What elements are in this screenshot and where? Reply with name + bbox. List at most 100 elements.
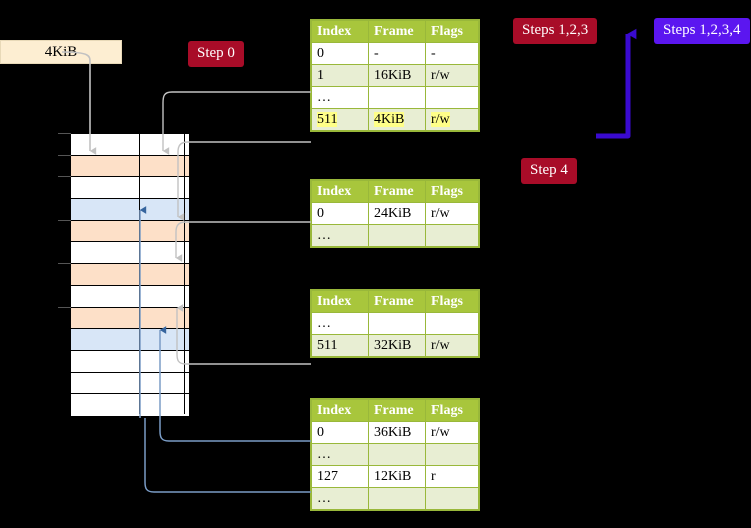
memory-frame-row bbox=[71, 351, 189, 373]
column-header-flags: Flags bbox=[425, 180, 479, 203]
column-header-index: Index bbox=[311, 20, 369, 43]
table-row: … bbox=[311, 443, 479, 466]
memory-frame-row bbox=[71, 220, 189, 243]
steps-1234-badge-label: Steps 1,2,3,4 bbox=[663, 22, 741, 38]
cell-index: 511 bbox=[311, 334, 369, 357]
column-header-flags: Flags bbox=[425, 399, 479, 422]
cell-index: … bbox=[311, 86, 369, 109]
cell-frame bbox=[368, 312, 426, 335]
memory-tick-mark bbox=[58, 154, 71, 156]
column-header-index: Index bbox=[311, 180, 369, 203]
memory-frame-row bbox=[71, 372, 189, 395]
steps-123-badge: Steps 1,2,3 bbox=[513, 18, 598, 44]
memory-frame-row bbox=[71, 242, 189, 265]
memory-frame-row bbox=[71, 394, 189, 417]
table-row: 0-- bbox=[311, 42, 479, 65]
steps-bracket-arrow bbox=[596, 28, 637, 139]
cell-frame: 16KiB bbox=[368, 64, 426, 87]
table-row: … bbox=[311, 487, 479, 510]
memory-tick-mark bbox=[58, 263, 71, 265]
step-0-badge-label: Step 0 bbox=[197, 45, 235, 61]
cell-frame: 36KiB bbox=[368, 421, 426, 444]
kib-size-box: 4KiB bbox=[0, 40, 122, 64]
memory-divider-line bbox=[139, 134, 140, 414]
memory-frame-row bbox=[71, 155, 189, 178]
connector-t4r127-to-memory bbox=[144, 418, 311, 493]
column-header-index: Index bbox=[311, 399, 369, 422]
cell-flags: r/w bbox=[425, 334, 479, 357]
memory-tick-mark bbox=[58, 176, 71, 178]
cell-index: 0 bbox=[311, 202, 369, 225]
table-row: … bbox=[311, 224, 479, 247]
cell-frame bbox=[368, 86, 426, 109]
step-4-badge: Step 4 bbox=[521, 158, 577, 184]
connector-t1r511-to-memory bbox=[177, 141, 311, 221]
step-0-badge: Step 0 bbox=[188, 41, 244, 67]
cell-flags bbox=[425, 224, 479, 247]
cell-frame bbox=[368, 487, 426, 510]
memory-frame-row bbox=[71, 199, 189, 221]
cell-flags bbox=[425, 86, 479, 109]
memory-frame-row bbox=[71, 285, 189, 308]
column-header-flags: Flags bbox=[425, 290, 479, 313]
steps-123-badge-label: Steps 1,2,3 bbox=[522, 22, 589, 38]
connector-t2r0-to-memory bbox=[175, 221, 311, 262]
cell-index: … bbox=[311, 443, 369, 466]
highlighted-value: r/w bbox=[431, 111, 450, 127]
column-header-frame: Frame bbox=[368, 399, 426, 422]
cell-index: … bbox=[311, 487, 369, 510]
cell-index: 0 bbox=[311, 421, 369, 444]
cell-frame bbox=[368, 224, 426, 247]
cell-index: 511 bbox=[311, 108, 369, 131]
cell-frame: 12KiB bbox=[368, 465, 426, 488]
steps-1234-badge: Steps 1,2,3,4 bbox=[654, 18, 750, 44]
cell-flags: r/w bbox=[425, 64, 479, 87]
memory-frame-row bbox=[71, 134, 189, 156]
cell-flags: r/w bbox=[425, 202, 479, 225]
cell-flags: r/w bbox=[425, 108, 479, 131]
memory-tick-mark bbox=[58, 219, 71, 221]
memory-frame-row bbox=[71, 264, 189, 286]
physical-memory-column bbox=[70, 133, 190, 417]
memory-divider-line bbox=[184, 134, 185, 414]
cell-frame: 24KiB bbox=[368, 202, 426, 225]
cell-flags: r bbox=[425, 465, 479, 488]
cell-frame: - bbox=[368, 42, 426, 65]
step-4-badge-label: Step 4 bbox=[530, 162, 568, 178]
column-header-frame: Frame bbox=[368, 180, 426, 203]
connector-t3r511-to-memory bbox=[176, 304, 311, 365]
column-header-flags: Flags bbox=[425, 20, 479, 43]
cell-index: … bbox=[311, 224, 369, 247]
column-header-frame: Frame bbox=[368, 20, 426, 43]
cell-frame: 4KiB bbox=[368, 108, 426, 131]
cell-frame: 32KiB bbox=[368, 334, 426, 357]
column-header-frame: Frame bbox=[368, 290, 426, 313]
memory-tick-mark bbox=[58, 306, 71, 308]
cell-index: 0 bbox=[311, 42, 369, 65]
cell-flags bbox=[425, 487, 479, 510]
cell-flags: - bbox=[425, 42, 479, 65]
cell-index: 127 bbox=[311, 465, 369, 488]
cell-flags bbox=[425, 443, 479, 466]
cell-frame bbox=[368, 443, 426, 466]
cell-flags: r/w bbox=[425, 421, 479, 444]
memory-frame-row bbox=[71, 177, 189, 200]
column-header-index: Index bbox=[311, 290, 369, 313]
table-row: … bbox=[311, 86, 479, 109]
cell-index: 1 bbox=[311, 64, 369, 87]
table-row: … bbox=[311, 312, 479, 335]
cell-flags bbox=[425, 312, 479, 335]
memory-frame-row bbox=[71, 329, 189, 351]
connector-t4r0-to-memory bbox=[159, 418, 311, 442]
cell-index: … bbox=[311, 312, 369, 335]
